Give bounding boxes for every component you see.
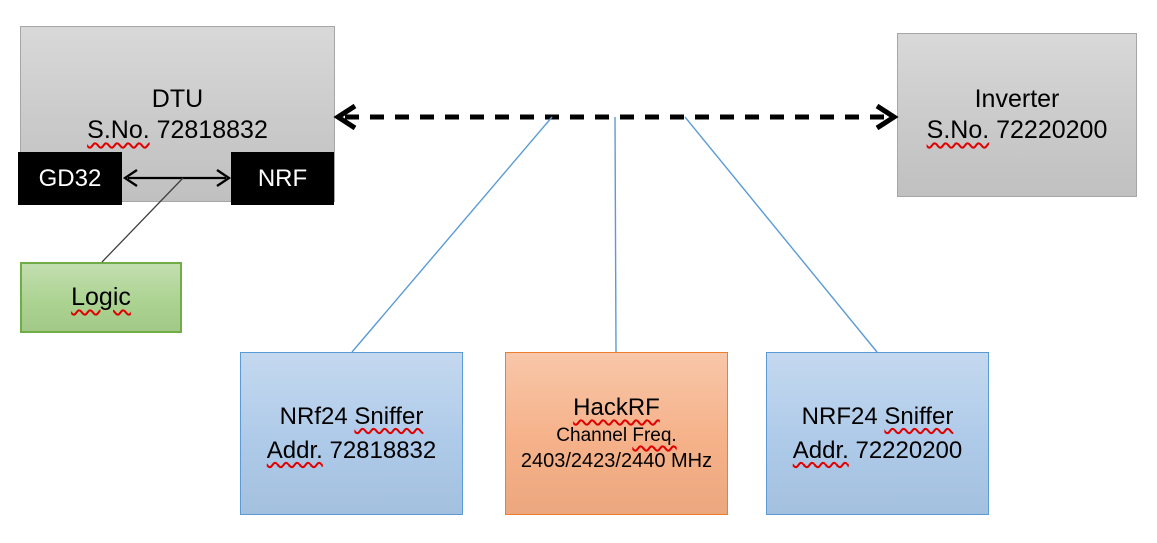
sniffer-right-addr-value: 72220200 xyxy=(855,436,963,464)
sniffer-left-role: Sniffer xyxy=(354,402,424,430)
hackrf-tap-line xyxy=(614,116,617,353)
nrf-label: NRF xyxy=(257,164,308,192)
sniffer-right-address: Addr. 72220200 xyxy=(793,434,963,468)
sniffer-right-role: Sniffer xyxy=(884,402,954,430)
sniffer-left-tap-line xyxy=(351,116,553,353)
gd32-chip: GD32 xyxy=(18,152,122,205)
sniffer-left-device: NRf24 xyxy=(279,402,348,430)
sniffer-left-address: Addr. 72818832 xyxy=(267,434,437,468)
sniffer-left-title: NRf24 Sniffer xyxy=(280,400,424,434)
rf-dashed-arrow xyxy=(333,103,899,131)
dtu-title: DTU xyxy=(151,85,204,113)
inverter-node: Inverter S.No. 72220200 xyxy=(897,33,1137,197)
inverter-title: Inverter xyxy=(974,85,1060,113)
sniffer-left-addr-label: Addr. xyxy=(266,436,323,464)
hackrf-frequencies: 2403/2423/2440 MHz xyxy=(520,450,713,472)
inverter-serial-label: S.No. xyxy=(926,116,990,144)
inverter-serial-number: 72220200 xyxy=(996,116,1108,144)
dtu-serial-number: 72818832 xyxy=(156,116,268,144)
hackrf-channel-word: Channel xyxy=(556,425,628,446)
sniffer-right-title: NRF24 Sniffer xyxy=(802,400,954,434)
sniffer-right-addr-label: Addr. xyxy=(792,436,849,464)
hackrf-node: HackRF Channel Freq. 2403/2423/2440 MHz xyxy=(505,352,728,515)
sniffer-right-tap-line xyxy=(684,116,878,353)
nrf24-sniffer-left-node: NRf24 Sniffer Addr. 72818832 xyxy=(240,352,463,515)
dtu-serial-label: S.No. xyxy=(87,116,150,144)
sniffer-right-device: NRF24 xyxy=(801,402,878,430)
logic-label: Logic xyxy=(71,283,131,311)
dtu-node: DTU S.No. 72818832 xyxy=(20,26,335,202)
nrf24-sniffer-right-node: NRF24 Sniffer Addr. 72220200 xyxy=(766,352,989,515)
hackrf-freq-word: Freq. xyxy=(632,425,677,446)
gd32-label: GD32 xyxy=(38,164,102,192)
sniffer-left-addr-value: 72818832 xyxy=(329,436,437,464)
nrf-chip: NRF xyxy=(231,152,334,205)
dtu-serial: S.No. 72818832 xyxy=(87,115,268,146)
hackrf-title: HackRF xyxy=(573,394,660,421)
hackrf-channel-label: Channel Freq. xyxy=(556,423,676,448)
logic-node: Logic xyxy=(20,262,182,333)
inverter-serial: S.No. 72220200 xyxy=(927,115,1108,146)
